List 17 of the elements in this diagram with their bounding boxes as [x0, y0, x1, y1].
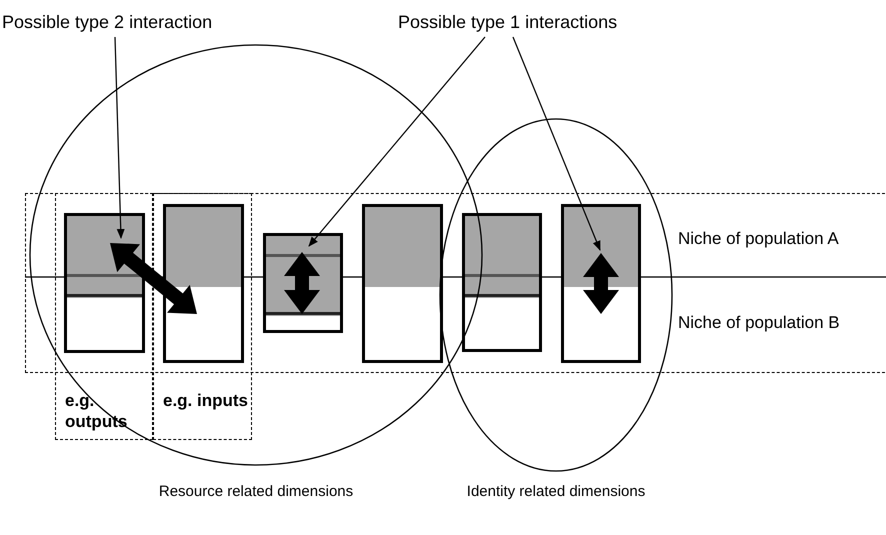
- leader-line: [512, 36, 601, 251]
- callout-text: Possible type 2 interaction: [2, 12, 302, 33]
- dimension-ellipse: [29, 44, 483, 466]
- niche-box: [64, 213, 145, 353]
- niche-box: [362, 204, 443, 363]
- niche-label: Niche of population A: [678, 229, 839, 249]
- niche-box: [163, 204, 244, 363]
- dimension-label: e.g. inputs: [163, 390, 249, 411]
- niche-box: [561, 204, 641, 363]
- dimension-group-label: Identity related dimensions: [426, 483, 686, 500]
- dimension-group-label: Resource related dimensions: [126, 483, 386, 500]
- leader-line: [308, 36, 486, 247]
- leader-line: [114, 36, 125, 239]
- niche-box: [462, 213, 542, 352]
- dimension-ellipse: [439, 118, 673, 472]
- callout-text: Possible type 1 interactions: [398, 12, 728, 33]
- niche-label: Niche of population B: [678, 313, 840, 333]
